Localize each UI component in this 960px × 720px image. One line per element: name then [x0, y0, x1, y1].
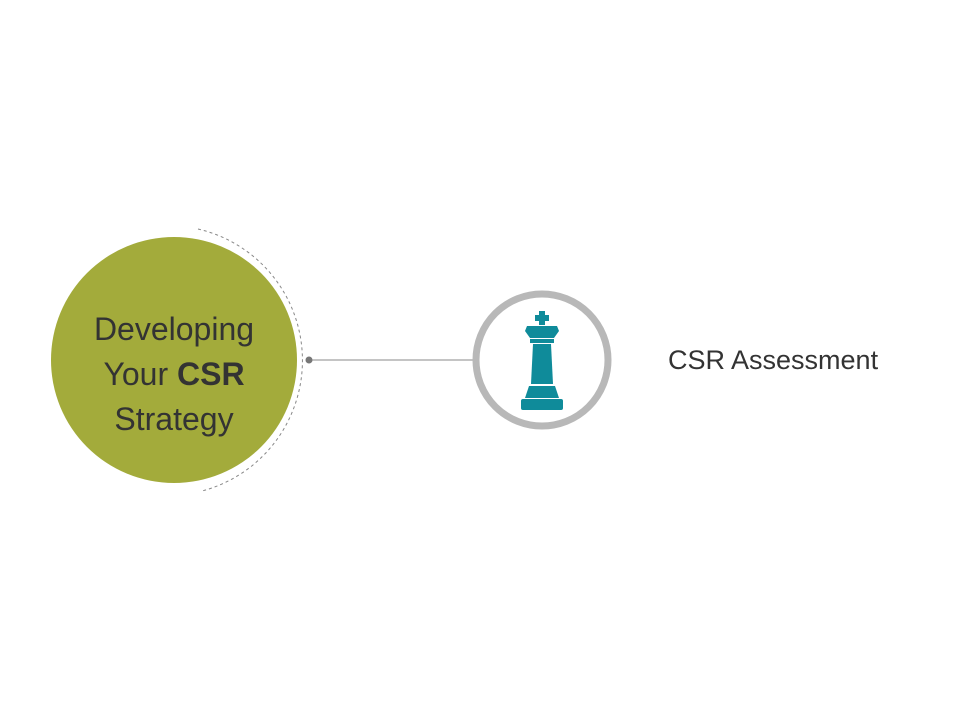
- connector-dot: [305, 356, 313, 364]
- main-topic-line-2: Your CSR: [52, 352, 296, 397]
- chess-king-icon: [521, 311, 563, 410]
- main-topic-text: Developing Your CSR Strategy: [52, 307, 296, 442]
- main-topic-line-2-bold: CSR: [176, 356, 245, 392]
- main-topic-line-1: Developing: [93, 311, 255, 347]
- main-topic-circle: [51, 237, 297, 483]
- main-topic-line-2-prefix: Your: [103, 356, 177, 392]
- assessment-label: CSR Assessment: [668, 345, 879, 375]
- main-topic-line-3: Strategy: [114, 401, 234, 437]
